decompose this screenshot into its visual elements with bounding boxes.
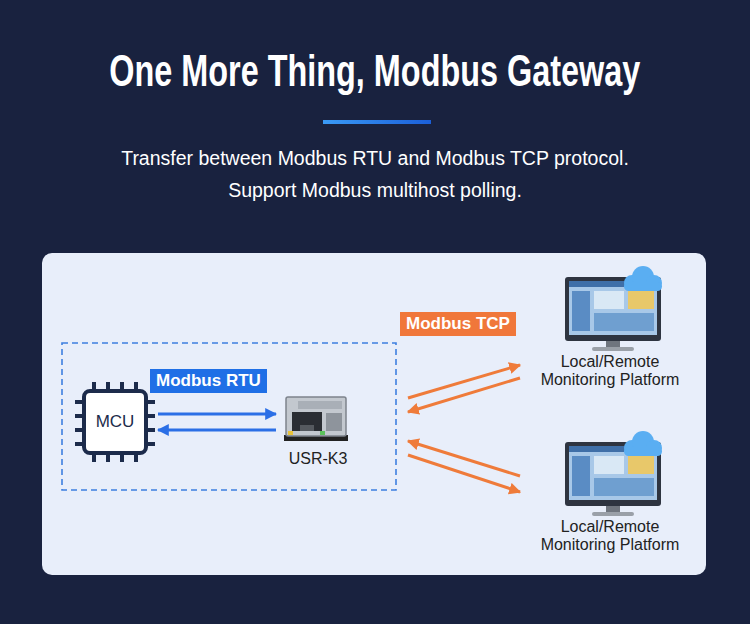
node-label: Local/Remote Monitoring Platform [524, 518, 696, 554]
chip-pin [146, 400, 155, 404]
cloud-part [624, 447, 662, 456]
monitor-frame [565, 277, 661, 341]
chip-pin [146, 442, 155, 446]
monitor-frame [565, 442, 661, 506]
chip-pin [146, 428, 155, 432]
protocol-badge: Modbus RTU [150, 369, 267, 393]
screen-panel [572, 291, 590, 331]
chip-pin [120, 453, 124, 462]
monitor-base [592, 347, 634, 351]
protocol-badge: Modbus TCP [400, 312, 516, 336]
monitoring-platform: Local/Remote Monitoring Platform [520, 430, 700, 555]
node-label: MCU [72, 413, 158, 431]
screen-panel [594, 456, 624, 474]
screen-panel [594, 478, 654, 496]
rj45-module: USR-K3 [276, 395, 408, 470]
chip-pin [120, 382, 124, 391]
dashed-group-box [62, 343, 396, 490]
chip-pin [75, 442, 84, 446]
node-label: USR-K3 [276, 450, 360, 468]
monitor-stand [606, 506, 620, 513]
screen-panel [594, 291, 624, 309]
jack-led [320, 431, 325, 435]
chip-pin [75, 428, 84, 432]
chip-pin [92, 453, 96, 462]
protocol-arrow [408, 455, 520, 492]
chip-pin [75, 414, 84, 418]
screen-panel [594, 313, 654, 331]
chip-pin [106, 453, 110, 462]
title-underline [323, 120, 431, 124]
protocol-arrow [408, 441, 520, 476]
protocol-arrow [158, 413, 276, 416]
node-label: Local/Remote Monitoring Platform [524, 353, 696, 389]
screen-panel [572, 456, 590, 496]
jack-side [326, 413, 342, 431]
chip-pin [146, 414, 155, 418]
chip-pin [134, 382, 138, 391]
protocol-arrow [408, 365, 520, 398]
mcu-chip: MCU [72, 380, 158, 465]
jack-opening [292, 412, 322, 431]
subtitle-line: Transfer between Modbus RTU and Modbus T… [0, 146, 750, 170]
monitor-stand [606, 341, 620, 348]
monitoring-platform: Local/Remote Monitoring Platform [520, 265, 700, 390]
cloud-part [624, 282, 662, 291]
jack-top [298, 401, 342, 409]
protocol-arrow [158, 429, 276, 432]
screen-panel [628, 291, 654, 309]
subtitle-line: Support Modbus multihost polling. [0, 178, 750, 202]
chip-pin [134, 453, 138, 462]
jack-led [288, 431, 293, 435]
jack-shield [286, 397, 346, 436]
jack-latch [300, 425, 314, 431]
chip-pin [75, 400, 84, 404]
chip-pin [92, 382, 96, 391]
title-text: One More Thing, Modbus Gateway [109, 44, 640, 98]
protocol-arrow [408, 378, 520, 412]
title: One More Thing, Modbus Gateway [0, 44, 750, 98]
chip-pin [106, 382, 110, 391]
screen-panel [628, 456, 654, 474]
monitor-base [592, 512, 634, 516]
